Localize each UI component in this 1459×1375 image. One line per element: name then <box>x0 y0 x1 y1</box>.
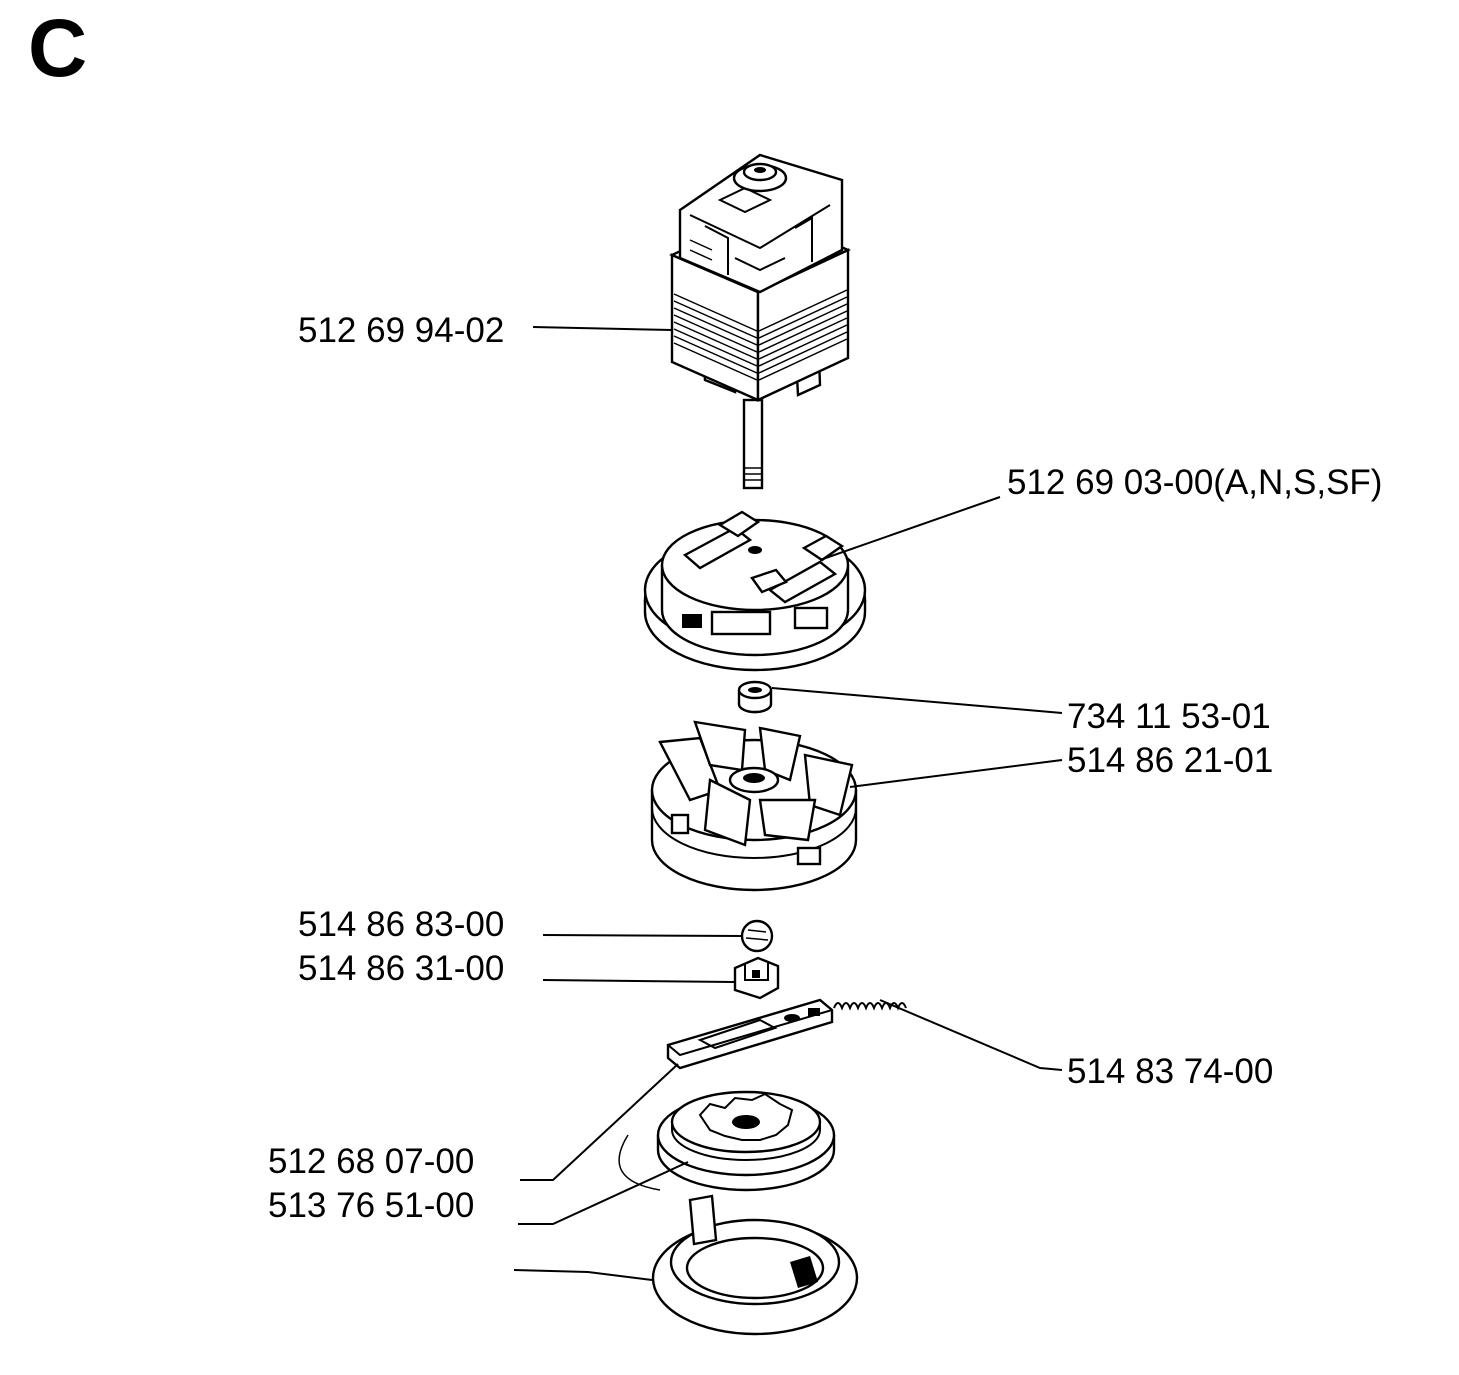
label-catch: 514 86 31-00 <box>298 949 505 988</box>
leader-spool <box>518 1161 689 1225</box>
label-brush-holder: 512 69 03-00(A,N,S,SF) <box>1007 463 1383 502</box>
brush-holder-part <box>643 510 867 672</box>
leader-lock-plate <box>520 1063 679 1181</box>
leader-fan <box>849 759 1063 788</box>
label-ball: 514 86 83-00 <box>298 905 505 944</box>
leader-spring <box>879 999 1063 1071</box>
label-lock-plate: 512 68 07-00 <box>268 1142 475 1181</box>
leader-cover-ring <box>513 1269 653 1281</box>
cover-ring-part <box>651 1194 859 1336</box>
label-spring: 514 83 74-00 <box>1067 1052 1274 1091</box>
leader-motor <box>532 326 673 331</box>
leader-ball <box>542 934 743 937</box>
leader-lines <box>513 326 1063 1281</box>
label-spool: 513 76 51-00 <box>268 1186 475 1225</box>
section-letter: C <box>28 3 88 94</box>
label-motor: 512 69 94-02 <box>298 311 505 350</box>
leader-washer <box>771 687 1063 714</box>
spring-part <box>833 1002 907 1011</box>
motor-part <box>669 153 851 490</box>
label-fan: 514 86 21-01 <box>1067 741 1274 780</box>
catch-part <box>733 956 780 1000</box>
lock-plate-part <box>666 998 834 1070</box>
fan-part <box>650 720 858 892</box>
leader-brush-holder <box>819 496 1001 561</box>
spool-part <box>618 1090 836 1192</box>
leader-catch <box>542 979 735 983</box>
ball-part <box>740 919 774 953</box>
label-washer: 734 11 53-01 <box>1067 697 1271 736</box>
washer-part <box>737 680 773 714</box>
